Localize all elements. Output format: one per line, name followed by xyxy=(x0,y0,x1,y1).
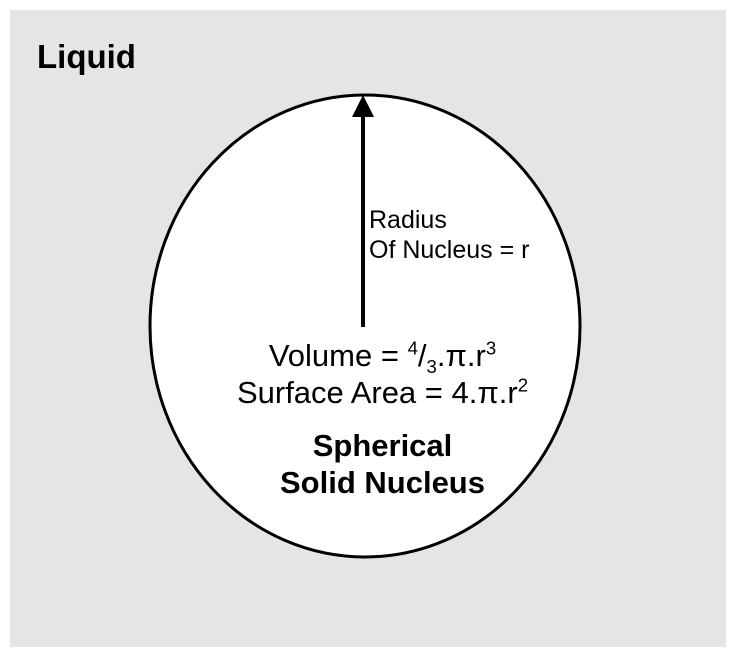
volume-fraction-numerator: 4 xyxy=(407,337,418,359)
nucleus-label-line2: Solid Nucleus xyxy=(280,465,485,500)
volume-fraction-denominator: 3 xyxy=(426,356,437,378)
radius-label: Radius Of Nucleus = r xyxy=(369,205,529,265)
volume-prefix: Volume = xyxy=(268,338,408,373)
radius-arrow-head xyxy=(352,95,374,117)
surface-area-prefix: Surface Area = 4.π.r xyxy=(236,375,518,410)
volume-formula: Volume = 4/3.π.r3 xyxy=(210,337,555,378)
nucleus-label-line1: Spherical xyxy=(312,428,453,463)
volume-suffix: .π.r xyxy=(436,338,486,373)
surface-area-exponent: 2 xyxy=(517,374,529,396)
radius-label-line2: Of Nucleus = r xyxy=(369,236,530,264)
fraction-slash: / xyxy=(417,338,427,373)
surface-area-formula: Surface Area = 4.π.r2 xyxy=(210,375,555,411)
radius-label-line1: Radius xyxy=(369,206,447,234)
volume-exponent: 3 xyxy=(485,337,497,359)
liquid-label: Liquid xyxy=(37,38,136,75)
